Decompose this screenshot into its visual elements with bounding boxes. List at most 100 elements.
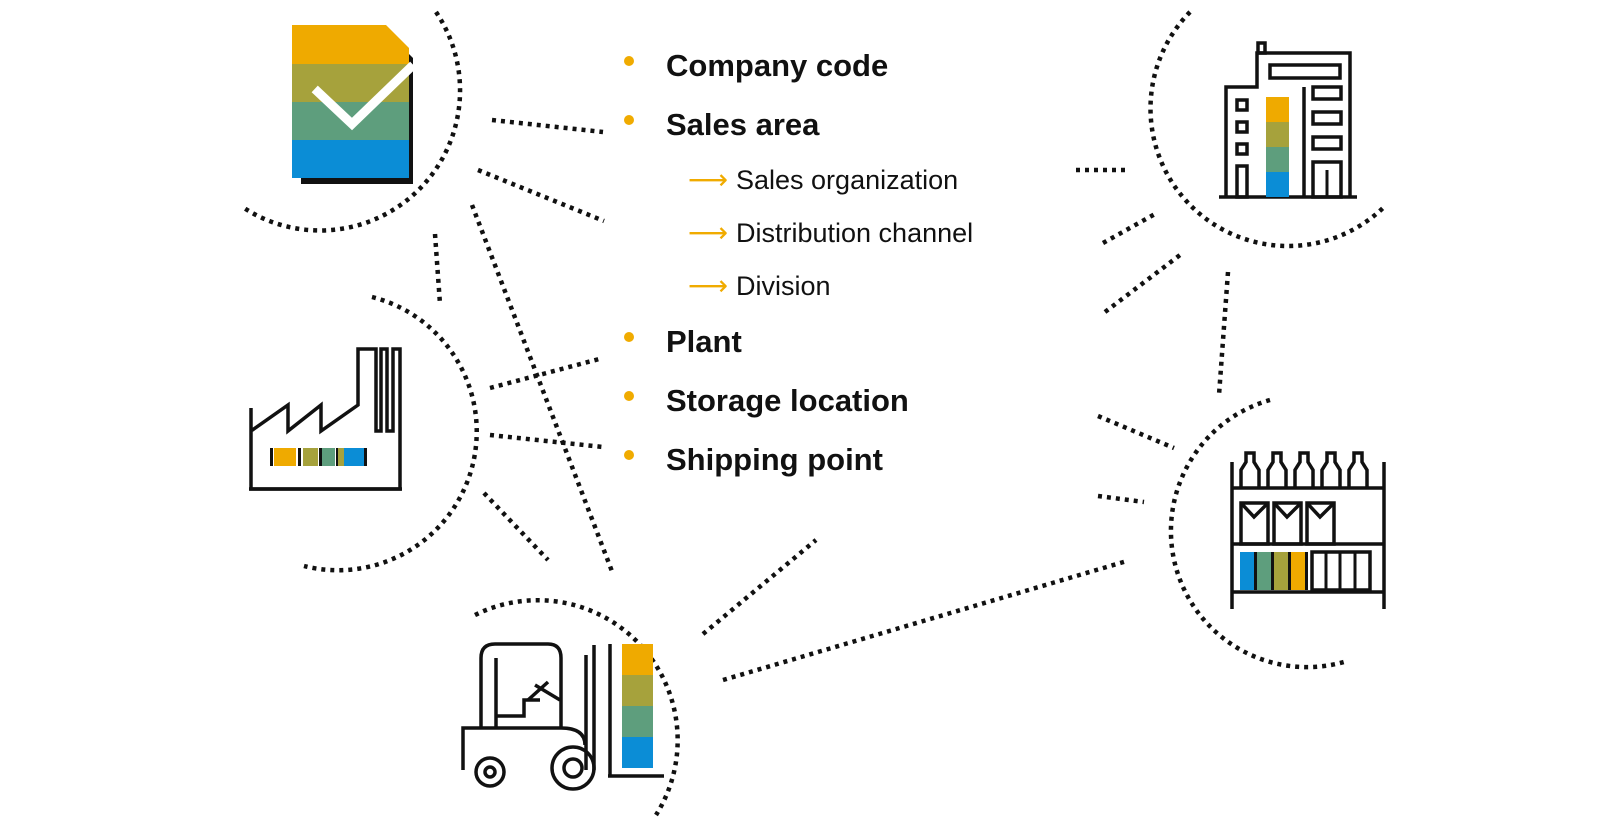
sub-list-item-label: Distribution channel [736, 218, 974, 248]
doc-band-blue [292, 140, 409, 178]
factory-strip-sep [298, 448, 301, 466]
building-window [1311, 135, 1343, 151]
bullet-dot [624, 391, 634, 401]
bottle [1266, 451, 1288, 488]
arc-plant [303, 294, 479, 573]
sub-list-item-label: Division [736, 271, 831, 301]
arc-storage-location [1168, 397, 1345, 670]
forklift-load-olive [622, 675, 653, 706]
arc-sales-area [1148, 10, 1388, 249]
building-top-band [1268, 63, 1342, 80]
factory-strip-gold [274, 448, 296, 466]
connector [491, 117, 604, 135]
building-window [1235, 164, 1249, 199]
connector [722, 558, 1128, 683]
factory-strip-sep [319, 448, 322, 466]
check-mark [311, 61, 417, 131]
arrow-icon: ⟶ [688, 269, 729, 302]
factory-outline [249, 347, 402, 491]
building-window [1235, 98, 1249, 112]
bullet-dot [624, 56, 634, 66]
factory-strip-sep [336, 448, 338, 466]
list-item-label: Storage location [666, 383, 909, 418]
forklift-wheel-lever [526, 680, 550, 702]
building-window [1311, 85, 1343, 101]
shelf-boxes [1239, 501, 1336, 546]
box-flap [1239, 501, 1270, 520]
bottle [1293, 451, 1315, 488]
factory-strip-sep [364, 448, 367, 466]
arrow-icon: ⟶ [688, 216, 729, 249]
forklift-cab [479, 642, 563, 728]
forklift-wheel-lever [534, 683, 561, 702]
forklift-load-gold [622, 644, 653, 675]
shelf-item-gold [1291, 552, 1305, 590]
shelf-bottles [1239, 451, 1369, 488]
shelf-item-sep [1305, 552, 1308, 590]
forklift-icon [461, 642, 664, 791]
factory-strip-sep [270, 448, 273, 466]
list-item-label: Plant [666, 324, 742, 359]
checklist-document-icon [292, 25, 417, 184]
list-item-label: Shipping point [666, 442, 883, 477]
building-window [1311, 110, 1343, 126]
shelf-item-teal [1257, 552, 1271, 590]
building-col-teal [1266, 147, 1289, 172]
bullet-dot [624, 115, 634, 125]
bullet-dot [624, 332, 634, 342]
connector [489, 432, 604, 450]
forklift-wheel-large [550, 745, 596, 791]
box [1305, 501, 1336, 546]
factory-strip-blue [344, 448, 364, 466]
building-col-olive [1266, 122, 1289, 147]
box [1272, 501, 1303, 546]
bottle [1320, 451, 1342, 488]
box-flap [1272, 501, 1303, 520]
building-antenna [1256, 41, 1267, 55]
shelf-item-blue [1240, 552, 1254, 590]
shelf-item-olive [1274, 552, 1288, 590]
forklift-wheel-large-hub [562, 757, 584, 779]
bullet-dot [624, 450, 634, 460]
building-outline [1224, 51, 1352, 197]
arc-company-code [242, 10, 463, 233]
forklift-wheel-small [474, 756, 506, 788]
connector [432, 233, 443, 305]
connector [1097, 493, 1145, 505]
sub-list-item-label: Sales organization [736, 165, 959, 195]
building-col-gold [1266, 97, 1289, 122]
forklift-load-teal [622, 706, 653, 737]
arrow-icon: ⟶ [688, 163, 729, 196]
box-flap [1305, 501, 1336, 520]
shelf-item-sep [1271, 552, 1274, 590]
connector [1216, 271, 1231, 396]
list-item-label: Company code [666, 48, 889, 83]
dotted-connectors [432, 117, 1231, 683]
connector [469, 204, 616, 575]
factory-icon [249, 347, 402, 491]
connector [489, 355, 604, 391]
building-window [1235, 142, 1249, 156]
warehouse-shelf-icon [1230, 451, 1386, 609]
forklift-wheel-small-hub [483, 765, 497, 779]
connector [1103, 253, 1182, 314]
shelf-item-sep [1254, 552, 1257, 590]
connector [482, 491, 550, 562]
factory-strip-olive [303, 448, 318, 466]
office-building-icon [1219, 41, 1357, 199]
bottle [1347, 451, 1369, 488]
connector [1101, 212, 1157, 245]
list-item-label: Sales area [666, 107, 820, 142]
connector [701, 538, 818, 636]
box [1239, 501, 1270, 546]
factory-strip-teal [322, 448, 335, 466]
bottle [1239, 451, 1261, 488]
forklift-load-blue [622, 737, 653, 768]
factory-strip-olive2 [338, 448, 344, 466]
shelf-item-sep [1288, 552, 1291, 590]
building-col-blue [1266, 172, 1289, 197]
forklift-seat [496, 698, 540, 718]
doc-band-gold [292, 25, 409, 64]
